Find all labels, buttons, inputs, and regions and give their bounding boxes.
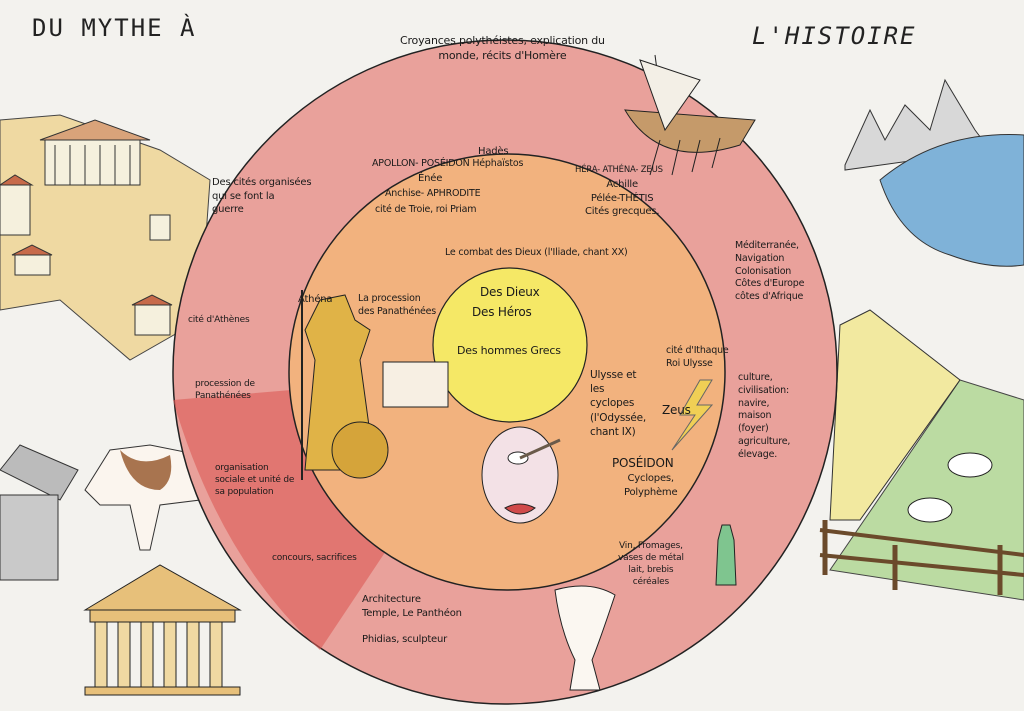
- title-right: L'HISTOIRE: [752, 22, 917, 50]
- title-left: DU MYTHE À: [32, 14, 197, 42]
- outer-culture-text: culture, civilisation: navire, maison (f…: [738, 372, 791, 460]
- outer-mediterranean-text: Méditerranée, Navigation Colonisation Cô…: [735, 240, 805, 303]
- ithaque-text: cité d'Ithaque Roi Ulysse: [666, 345, 729, 369]
- center-circle: [432, 267, 588, 423]
- hera-text: HÉRA- ATHÉNA- ZEUS: [575, 165, 663, 175]
- anchise-text: Anchise- APHRODITE: [385, 188, 481, 199]
- ulysse-text: Ulysse et les cyclopes (l'Odyssée, chant…: [590, 369, 647, 438]
- outer-phidias-text: Phidias, sculpteur: [362, 634, 448, 645]
- cow-drawing: [84, 444, 201, 551]
- inner-procession-text: La procession des Panathénées: [358, 293, 437, 317]
- center-line3: Des hommes Grecs: [457, 344, 561, 357]
- athena-drawing: [301, 290, 389, 480]
- outer-athens-text: cité d'Athènes: [188, 315, 250, 325]
- outer-procession-text: procession de Panathénées: [195, 379, 255, 402]
- procession-frieze: [382, 361, 449, 408]
- lake: [879, 134, 1024, 267]
- outer-architecture-text: Architecture Temple, Le Panthéon: [362, 594, 462, 619]
- vase-drawing: [554, 585, 616, 691]
- pantheon-temple: [83, 564, 242, 696]
- combat-text: Le combat des Dieux (l'Iliade, chant XX): [445, 247, 628, 258]
- acropolis-landscape: [0, 114, 211, 361]
- zeus-text: Zeus: [662, 403, 691, 417]
- lightning-icon: [671, 379, 714, 451]
- cyclopes-text: Cyclopes, Polyphème: [624, 473, 678, 498]
- outer-contests-text: concours, sacrifices: [272, 553, 357, 563]
- troie-text: cité de Troie, roi Priam: [375, 204, 477, 215]
- center-line1: Des Dieux: [480, 285, 540, 299]
- altar-drawing: [0, 444, 79, 581]
- hades-text: Hadès: [478, 146, 509, 157]
- athena-text: Athéna: [298, 294, 333, 305]
- ship-drawing: [624, 54, 756, 176]
- field: [819, 309, 1024, 601]
- apollon-text: APOLLON- POSÉIDON Héphaïstos: [372, 158, 524, 169]
- outer-products-text: Vin, Fromages, vases de métal lait, breb…: [618, 541, 684, 588]
- enee-text: Énée: [418, 173, 443, 184]
- achille-text: Achille Pélée-THÉTIS Cités grecques.: [585, 179, 660, 217]
- outer-top-text: Croyances polythéistes, explication du m…: [400, 34, 605, 62]
- center-line2: Des Héros: [472, 305, 532, 319]
- outer-cities-text: Des cités organisées qui se font la guer…: [212, 177, 312, 215]
- poseidon-text: POSÉIDON: [612, 456, 674, 470]
- bottle-drawing: [715, 524, 737, 586]
- cyclops-drawing: [481, 426, 561, 524]
- outer-organisation-text: organisation sociale et unité de sa popu…: [215, 463, 295, 498]
